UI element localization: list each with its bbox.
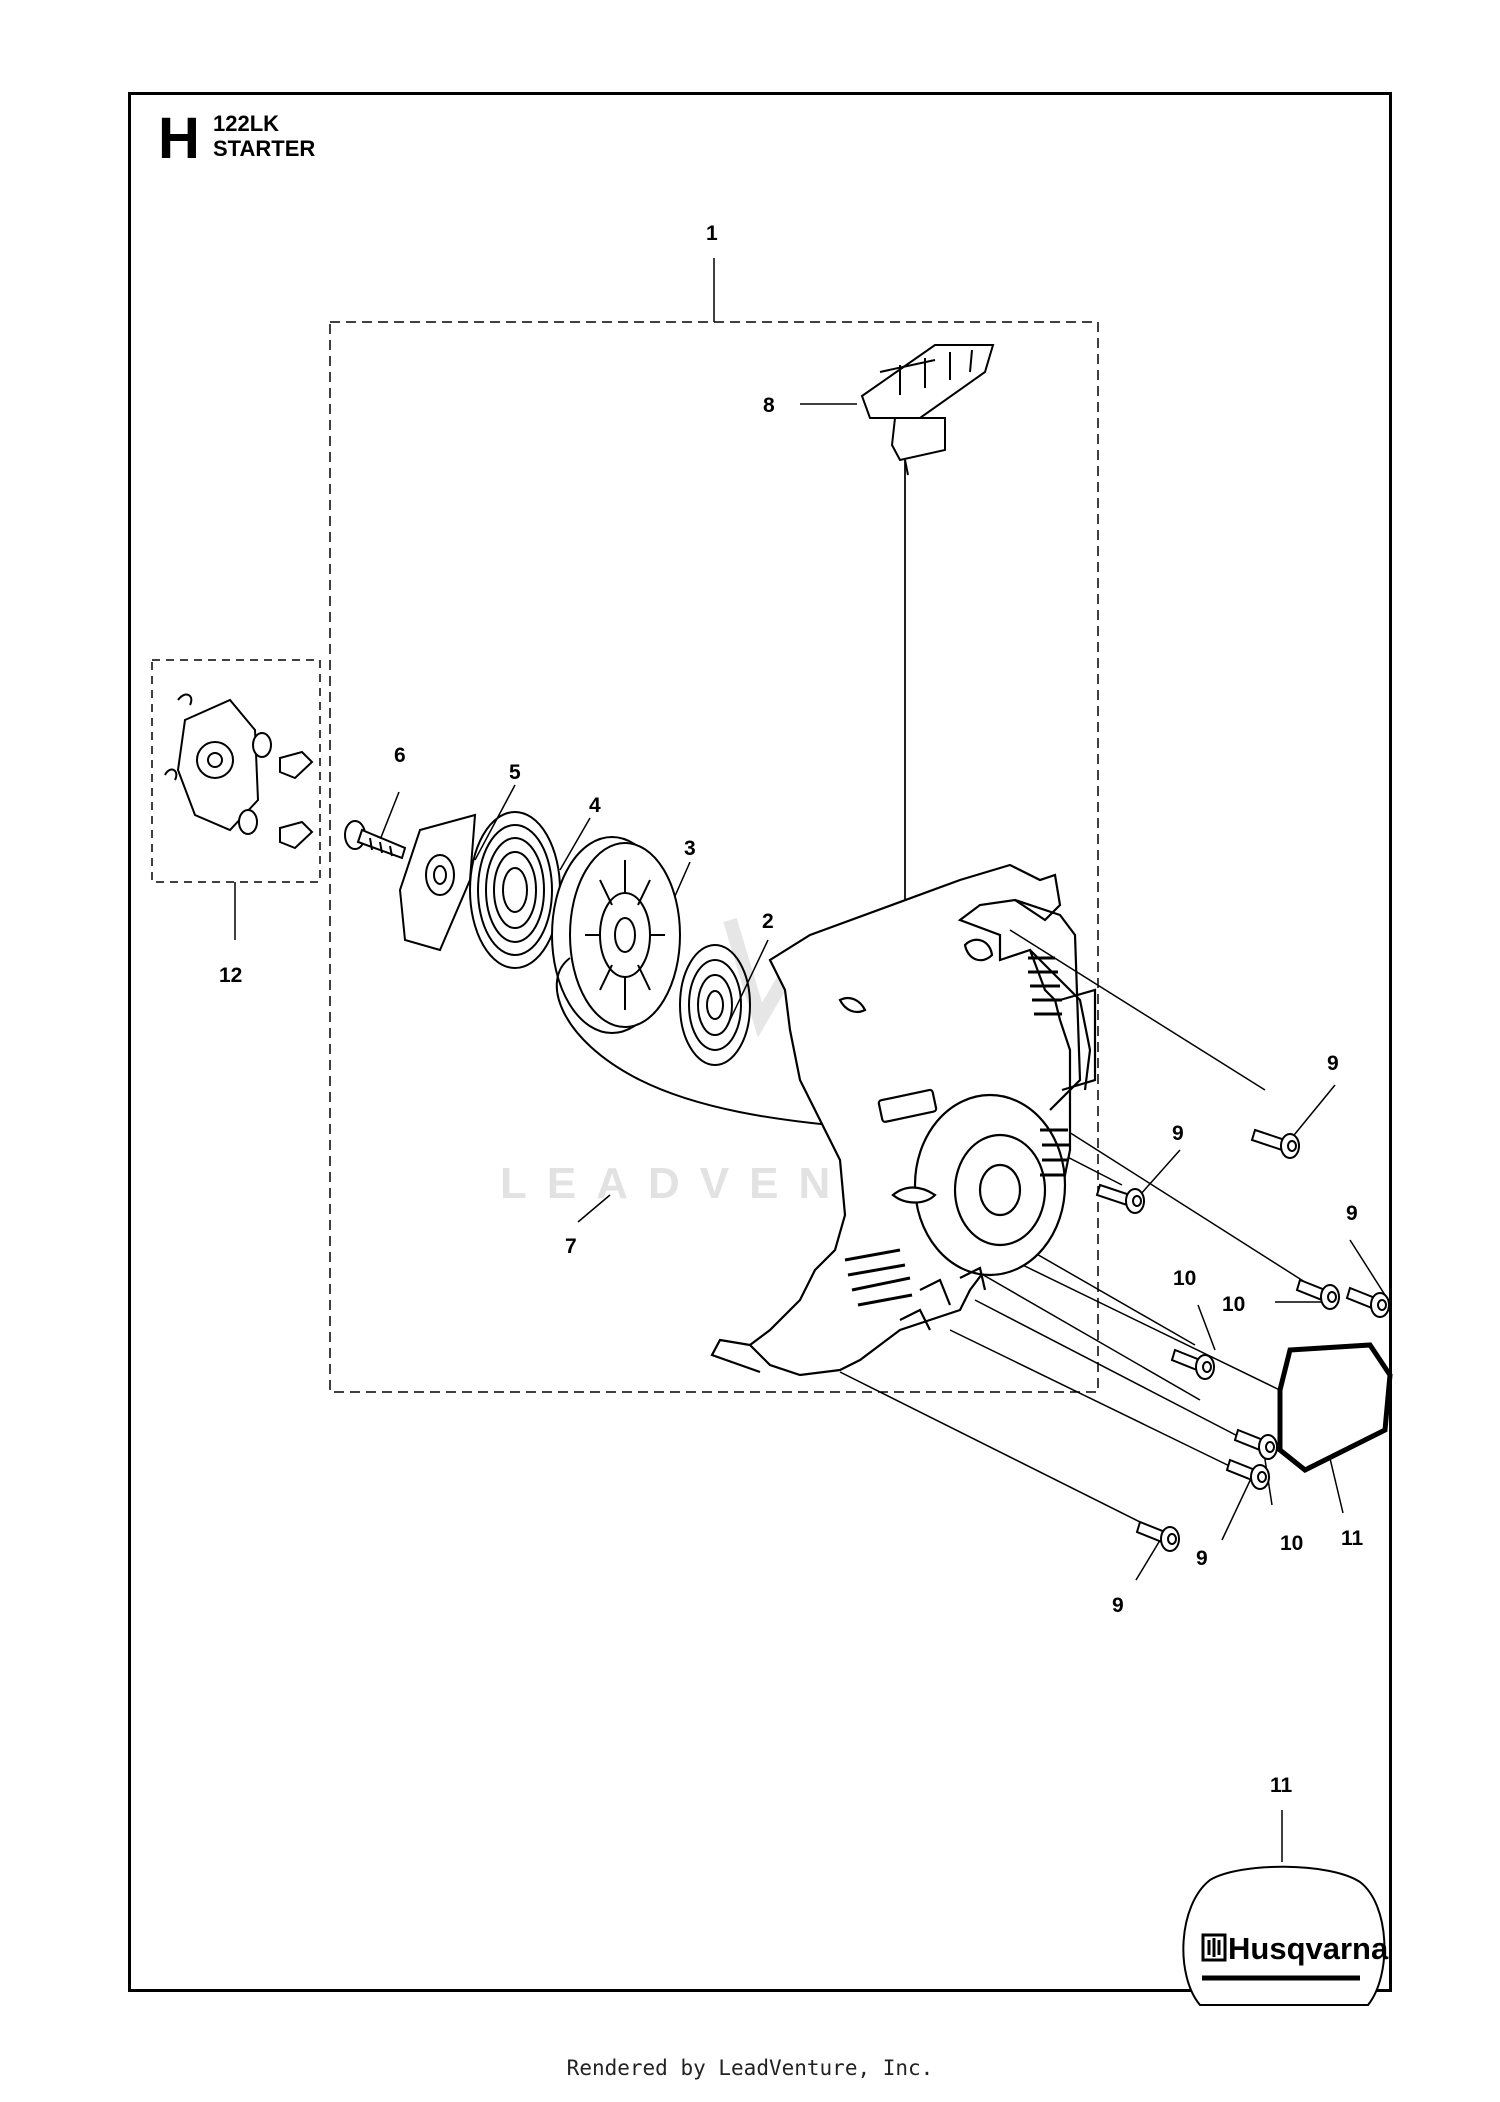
callout-9-c: 9 [1346, 1202, 1358, 1225]
decal-exploded [1277, 1342, 1393, 1473]
starter-handle [860, 344, 995, 476]
callout-4: 4 [589, 794, 601, 817]
footer-credit: Rendered by LeadVenture, Inc. [566, 2056, 934, 2080]
callout-9-e: 9 [1112, 1594, 1124, 1617]
decal-detail: Husqvarna [1182, 1865, 1389, 2006]
callout-9-a: 9 [1327, 1052, 1339, 1075]
recoil-spring [469, 811, 561, 969]
callout-2: 2 [762, 910, 774, 933]
husqvarna-crown-icon [1201, 1933, 1227, 1962]
callout-12: 12 [219, 964, 242, 987]
callout-10-c: 10 [1280, 1532, 1303, 1555]
callout-11-a: 11 [1341, 1527, 1364, 1550]
callout-numbers: 1 2 3 4 5 6 7 8 9 9 9 10 10 10 9 9 11 11… [219, 222, 1364, 1797]
pawl-spring [679, 944, 751, 1066]
screw-9d [1225, 1458, 1270, 1490]
screw-9e [1135, 1520, 1180, 1552]
callout-7: 7 [565, 1235, 577, 1258]
callout-10-b: 10 [1222, 1293, 1245, 1316]
screw-10c [1233, 1428, 1278, 1460]
callout-10-a: 10 [1173, 1267, 1196, 1290]
assembly-title: STARTER [213, 136, 316, 161]
model-title: 122LK [213, 111, 280, 136]
callout-5: 5 [509, 761, 521, 784]
screw-9a [1250, 1128, 1300, 1159]
rope-pulley [551, 836, 681, 1034]
spring-plate [398, 813, 477, 952]
screw-9b [1095, 1183, 1145, 1214]
screw-9c [1345, 1286, 1390, 1318]
callout-9-b: 9 [1172, 1122, 1184, 1145]
diagram-frame [128, 92, 1392, 1992]
screw-10a [1295, 1278, 1340, 1310]
pawl-kit-boundary [151, 659, 321, 883]
housing-screws [1095, 1128, 1390, 1552]
callout-6: 6 [394, 744, 406, 767]
callout-3: 3 [684, 837, 696, 860]
center-screw [344, 820, 407, 860]
callout-11-b: 11 [1270, 1774, 1293, 1797]
starter-housing [710, 863, 1097, 1377]
screw-10b [1170, 1348, 1215, 1380]
callout-1: 1 [706, 222, 718, 245]
callout-8: 8 [763, 394, 775, 417]
decal-brand-text: Husqvarna [1228, 1931, 1389, 1966]
pawl-kit [164, 693, 314, 850]
section-letter: H [158, 106, 200, 171]
callout-9-d: 9 [1196, 1547, 1208, 1570]
